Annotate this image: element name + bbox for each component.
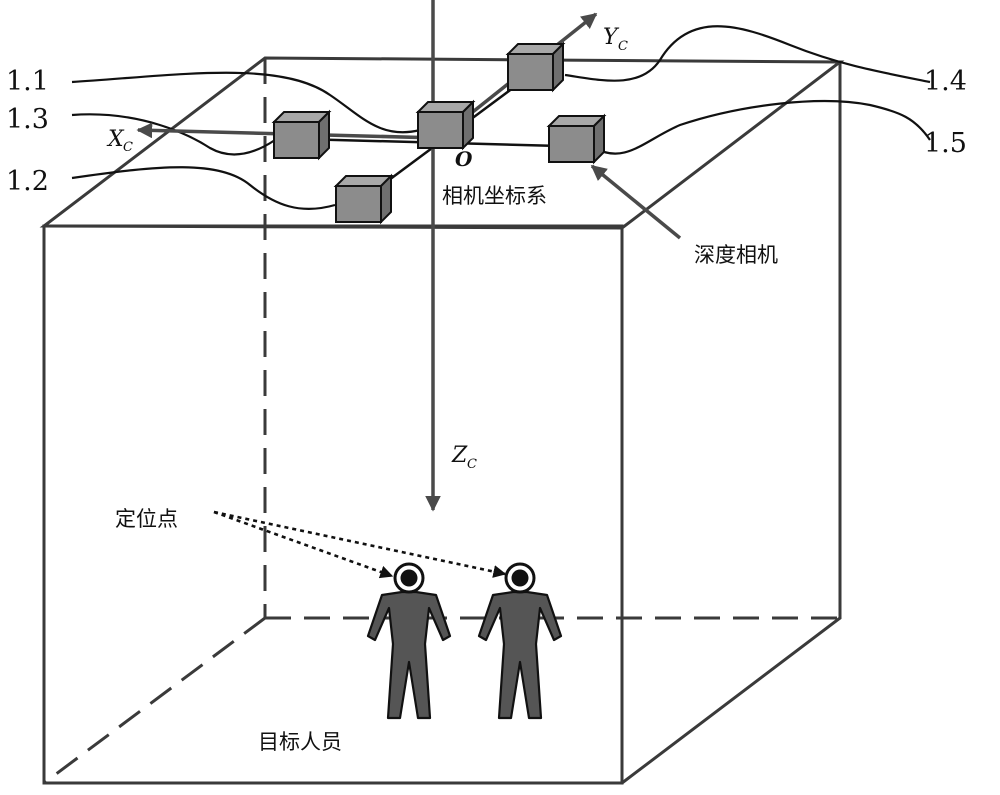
label-1-4: 1.4	[924, 66, 967, 97]
camera-1-5	[546, 113, 607, 165]
camera-coord-system-label: 相机坐标系	[442, 184, 547, 208]
depth-camera-cube-icon	[546, 113, 607, 165]
room-right-bottom-edge	[620, 616, 842, 785]
svg-text:C: C	[618, 39, 628, 54]
svg-text:C: C	[467, 457, 477, 472]
depth-camera-cube-icon	[271, 109, 332, 161]
label-1-1: 1.1	[6, 66, 49, 97]
camera-1-3	[271, 109, 332, 161]
depth-camera-cube-icon	[333, 173, 394, 225]
cable-1-4	[564, 25, 931, 84]
svg-text:Z: Z	[451, 443, 468, 468]
locator-pointer-right	[213, 510, 507, 578]
depth-camera-cube-icon	[505, 41, 566, 93]
camera-1-4	[505, 41, 566, 93]
label-1-5: 1.5	[924, 128, 967, 159]
locator-ring-icon	[504, 562, 536, 594]
label-1-2: 1.2	[6, 166, 49, 197]
svg-text:Y: Y	[603, 25, 620, 50]
room-hidden-left-bottom	[43, 616, 266, 785]
z-axis-label: Z C	[451, 443, 477, 472]
cable-1-2	[71, 166, 336, 210]
person-silhouette-icon	[366, 590, 452, 720]
svg-text:C: C	[123, 140, 133, 155]
svg-text:X: X	[106, 127, 125, 152]
camera-cables	[71, 25, 931, 210]
label-1-3: 1.3	[6, 104, 49, 135]
x-axis-label: X C	[106, 127, 133, 155]
person-right	[477, 562, 563, 720]
origin-label: O	[455, 147, 473, 171]
cable-1-1	[71, 71, 421, 134]
depth-camera-pointer	[590, 164, 682, 240]
camera-1-2	[333, 173, 394, 225]
camera-1-1	[415, 99, 476, 151]
cable-1-3	[71, 113, 276, 156]
positioning-point-label: 定位点	[115, 507, 178, 531]
person-silhouette-icon	[477, 590, 563, 720]
person-left	[366, 562, 452, 720]
depth-camera-label: 深度相机	[694, 243, 778, 267]
y-axis-label: Y C	[603, 25, 628, 54]
depth-camera-cube-icon	[415, 99, 476, 151]
locator-ring-icon	[393, 562, 425, 594]
cable-1-5	[594, 99, 931, 155]
locator-pointers	[213, 510, 507, 579]
room-front-face	[42, 224, 624, 785]
target-person-label: 目标人员	[258, 730, 342, 754]
